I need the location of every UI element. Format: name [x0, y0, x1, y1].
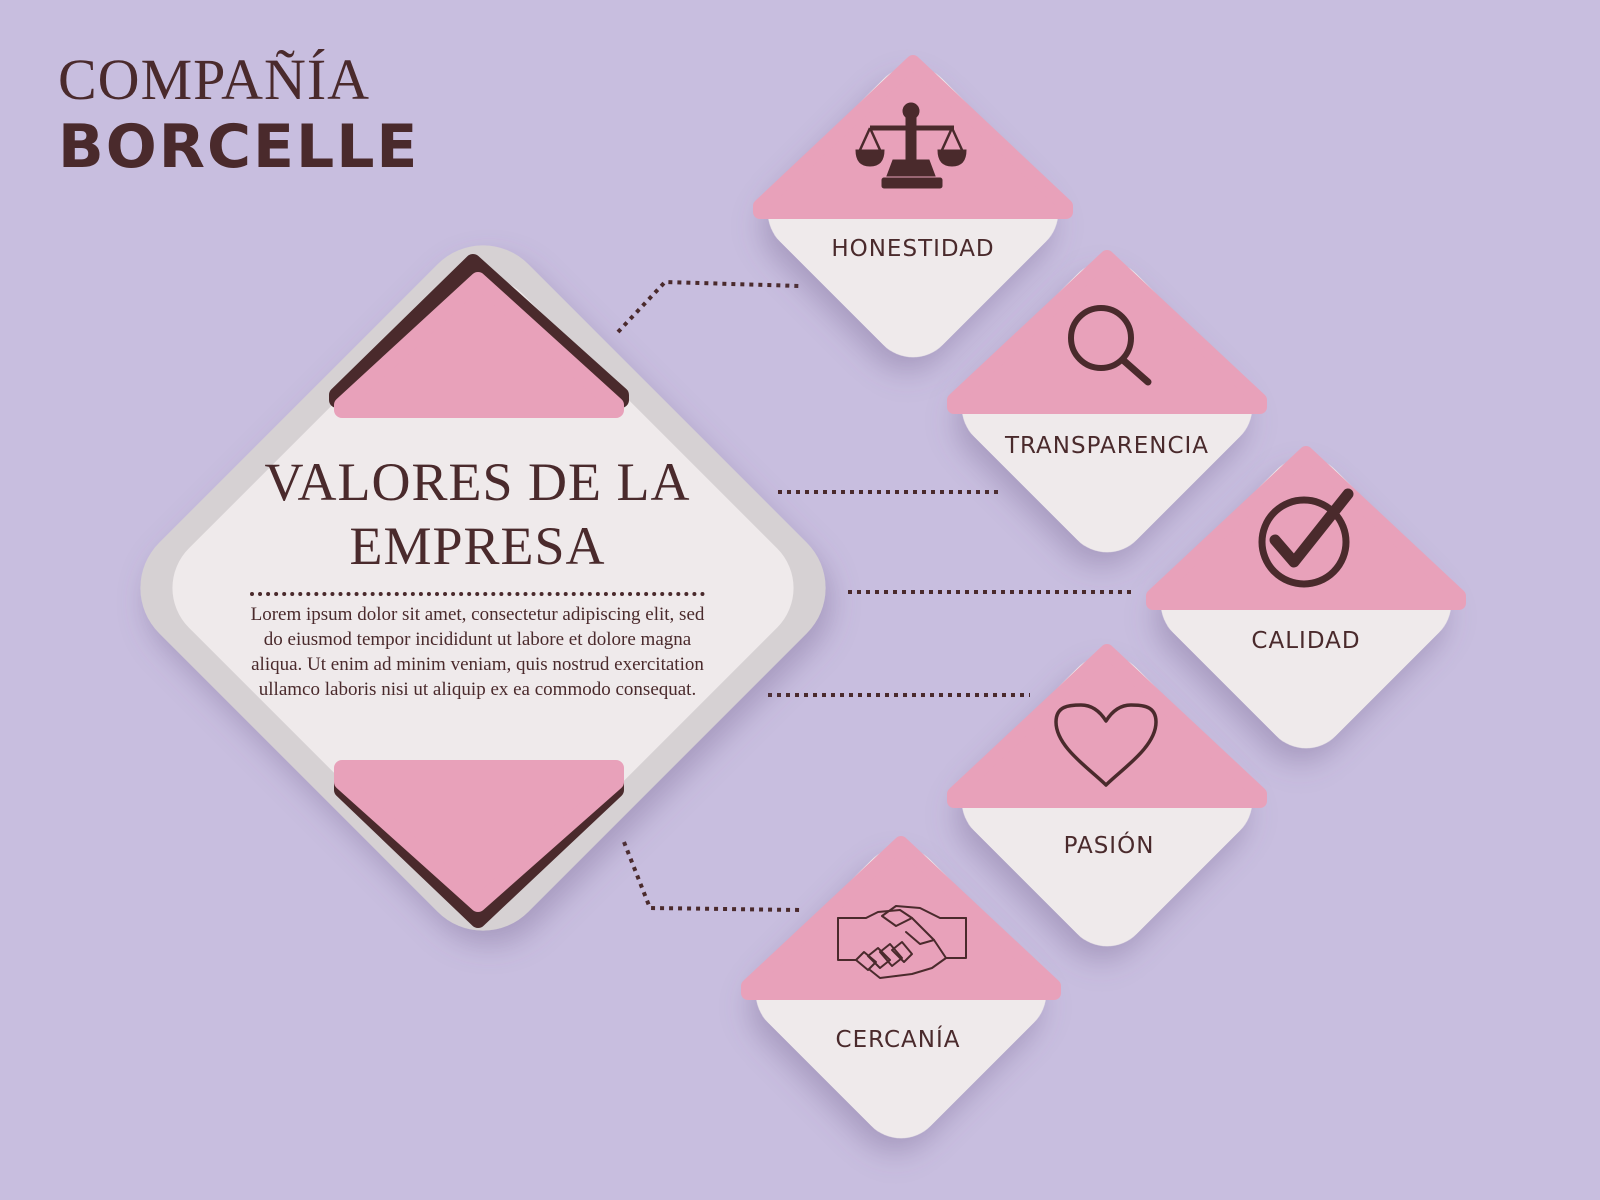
brand-logo: COMPAÑÍA BORCELLE [58, 47, 420, 183]
check-circle-icon [1258, 488, 1354, 588]
brand-name-line2: BORCELLE [58, 112, 420, 182]
value-card-calidad [1146, 446, 1466, 749]
magnifier-icon [1068, 305, 1152, 386]
value-card-cercania [741, 836, 1061, 1139]
connector-cercania [622, 841, 801, 912]
main-description: Lorem ipsum dolor sit amet, consectetur … [250, 604, 705, 700]
value-label-calidad: CALIDAD [1251, 628, 1361, 654]
scale-icon [855, 102, 967, 189]
value-label-pasion: PASIÓN [1063, 833, 1155, 859]
main-diamond-bottom-accent [334, 760, 624, 928]
main-title-line1: VALORES DE LA [264, 452, 691, 512]
value-label-honestidad: HONESTIDAD [831, 236, 995, 262]
main-title-line2: EMPRESA [349, 516, 606, 576]
dotted-divider [250, 592, 705, 596]
value-label-cercania: CERCANÍA [835, 1027, 961, 1053]
connector-lines [616, 279, 1135, 912]
main-diamond [140, 245, 826, 931]
connector-honestidad [616, 279, 801, 334]
main-title: VALORES DE LA EMPRESA [250, 450, 705, 578]
handshake-icon [837, 905, 967, 979]
main-diamond-top-accent [329, 254, 629, 418]
main-content: VALORES DE LA EMPRESA Lorem ipsum dolor … [250, 450, 705, 702]
value-label-transparencia: TRANSPARENCIA [1004, 433, 1210, 459]
value-card-pasion [947, 644, 1267, 947]
value-card-honestidad [753, 55, 1073, 358]
brand-name-line1: COMPAÑÍA [58, 47, 371, 112]
heart-icon [1054, 703, 1158, 787]
value-card-transparencia [947, 250, 1267, 553]
